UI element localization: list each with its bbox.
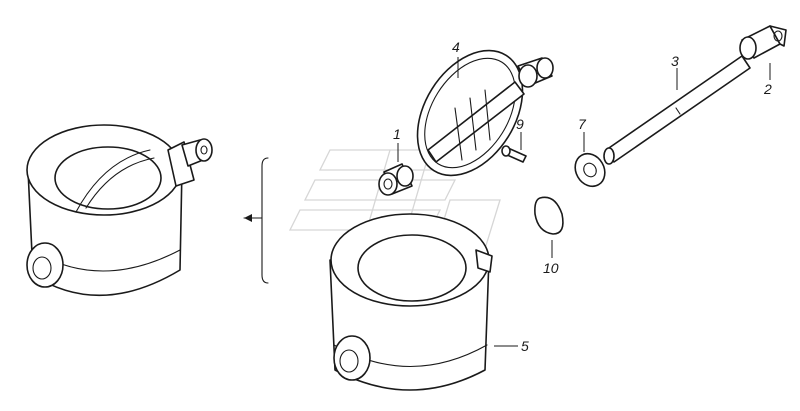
assembled-damper <box>26 124 213 297</box>
leader-lines <box>397 57 771 347</box>
part-9-pin <box>501 145 527 163</box>
bushing-upper <box>517 57 554 88</box>
part-1-bushing <box>378 163 414 196</box>
part-5-housing <box>329 213 493 391</box>
callout-10: 10 <box>543 260 559 276</box>
part-10-cap <box>534 196 564 235</box>
part-7-washer <box>574 152 606 188</box>
part-4-disc <box>416 49 525 177</box>
assembly-bracket <box>243 157 269 284</box>
part-3-shaft <box>603 55 751 165</box>
callout-9: 9 <box>516 116 524 132</box>
callout-5: 5 <box>521 338 529 354</box>
callout-1: 1 <box>393 126 401 142</box>
callout-4: 4 <box>452 39 460 55</box>
callout-3: 3 <box>671 53 679 69</box>
callout-7: 7 <box>578 116 587 132</box>
part-2-lever <box>739 25 787 60</box>
callout-2: 2 <box>763 81 772 97</box>
